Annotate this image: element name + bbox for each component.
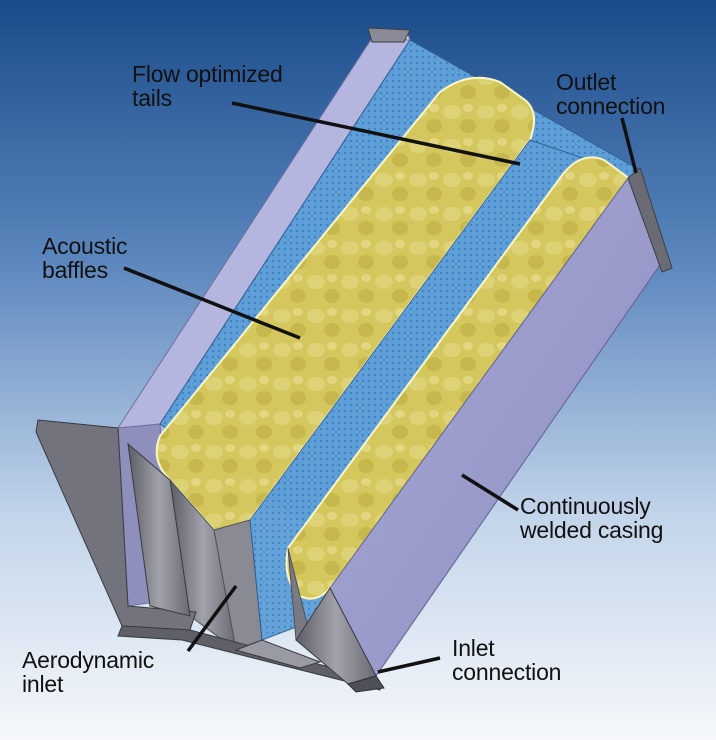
label-casing-line-2: welded casing bbox=[520, 517, 664, 543]
label-inlet-connection-line-1: Inlet bbox=[452, 635, 495, 661]
label-flow-tails-line-1: Flow optimized bbox=[132, 61, 283, 87]
label-continuously-welded-casing: Continuously welded casing bbox=[520, 494, 663, 542]
label-acoustic-line-1: Acoustic bbox=[42, 233, 128, 259]
label-flow-tails-line-2: tails bbox=[132, 85, 172, 111]
inlet-frame-bottom bbox=[117, 625, 381, 691]
inlet-connection-flange bbox=[347, 675, 385, 693]
leader-flow-tails bbox=[231, 101, 521, 166]
leader-inlet-connection bbox=[377, 656, 441, 674]
label-casing-line-1: Continuously bbox=[520, 493, 651, 519]
label-flow-optimized-tails: Flow optimized tails bbox=[132, 62, 283, 110]
leader-aero-inlet bbox=[186, 584, 238, 653]
leader-casing bbox=[461, 473, 519, 512]
inlet-channel-1 bbox=[127, 442, 191, 617]
label-inlet-connection-line-2: connection bbox=[452, 659, 562, 685]
leader-outlet bbox=[620, 117, 638, 174]
label-aero-inlet-line-2: inlet bbox=[22, 671, 64, 697]
label-inlet-connection: Inlet connection bbox=[452, 636, 561, 684]
label-acoustic-line-2: baffles bbox=[42, 257, 108, 283]
label-outlet-connection: Outlet connection bbox=[556, 70, 665, 118]
label-outlet-line-1: Outlet bbox=[556, 69, 617, 95]
inlet-frame-left bbox=[35, 419, 197, 631]
label-aerodynamic-inlet: Aerodynamic inlet bbox=[22, 648, 154, 696]
outlet-flange-top bbox=[367, 27, 411, 43]
leader-acoustic bbox=[123, 266, 301, 340]
label-outlet-line-2: connection bbox=[556, 93, 666, 119]
label-aero-inlet-line-1: Aerodynamic bbox=[22, 647, 155, 673]
inlet-channel-2 bbox=[234, 639, 322, 669]
label-acoustic-baffles: Acoustic baffles bbox=[42, 233, 128, 283]
